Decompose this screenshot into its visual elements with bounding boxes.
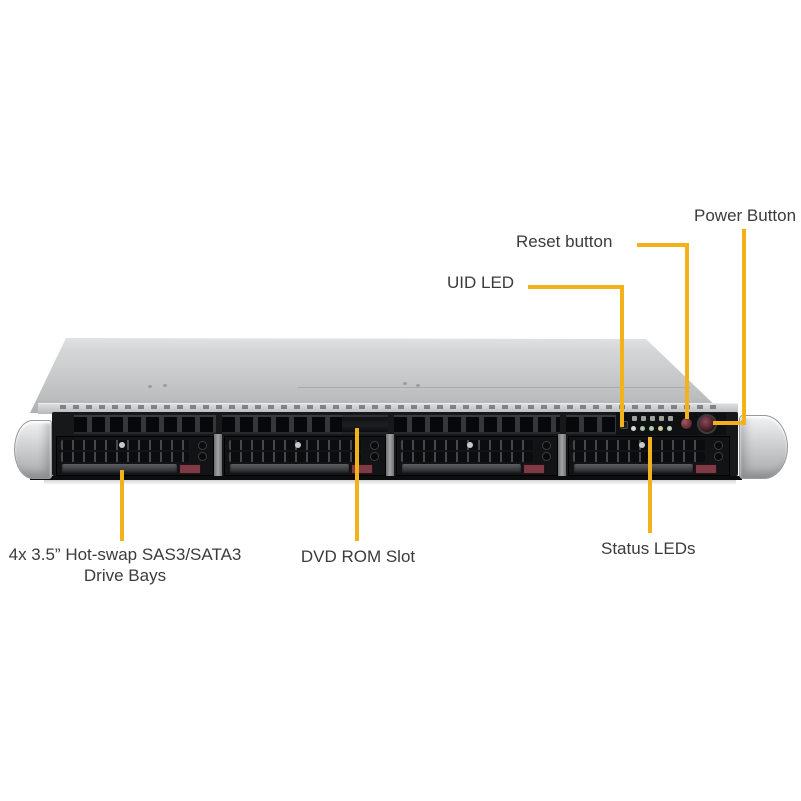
reset-button-callout-line [637, 243, 689, 247]
tray-vent-dot [467, 442, 473, 448]
lid-screw [148, 385, 152, 388]
tray-release-latch [351, 464, 373, 474]
tray-vent-dot [119, 442, 125, 448]
status-led-3 [649, 426, 654, 431]
tray-vent-dot [639, 442, 645, 448]
tray-mesh [573, 452, 705, 462]
nic2-led-icon [650, 416, 655, 421]
lid-screw [416, 384, 420, 387]
rack-ear-right [739, 415, 788, 479]
chassis-lid [30, 338, 723, 413]
status-led-5 [667, 426, 672, 431]
bay-divider [386, 434, 394, 476]
lid-screw [163, 384, 167, 387]
drive-tray-1 [56, 436, 214, 476]
nic1-led-icon [659, 416, 664, 421]
tray-vent-dot [295, 442, 301, 448]
control-panel [616, 413, 726, 435]
status-led-1 [631, 426, 636, 431]
lid-seam [298, 387, 690, 388]
lid-screw [403, 382, 407, 385]
overheat-led-icon [641, 416, 646, 421]
power-button-callout-line [713, 421, 746, 425]
tray-handle [574, 464, 693, 474]
uid-led-callout-line [528, 285, 624, 289]
drive-tray-3 [396, 436, 558, 476]
power-button-label: Power Button [694, 206, 797, 225]
status-led-2 [640, 426, 645, 431]
tray-mesh [401, 452, 533, 462]
bay-divider [558, 434, 566, 476]
tray-mesh [61, 440, 189, 450]
vent-grille-1 [74, 415, 216, 434]
drive-led-hole [370, 452, 379, 461]
tray-handle [230, 464, 349, 474]
vent-grille-3 [394, 415, 560, 434]
info-led-icon [632, 416, 637, 421]
drive-led-hole [542, 452, 551, 461]
uid-led-callout-line [620, 285, 624, 427]
reset-button-callout-line [685, 243, 689, 419]
dvd-rom-slot-label: DVD ROM Slot [300, 547, 416, 566]
vent-grille-2 [222, 415, 342, 434]
status-leds-callout-line [648, 437, 652, 533]
dvd-rom-slot [342, 415, 388, 434]
tray-release-latch [523, 464, 545, 474]
rack-ear-left [14, 420, 52, 479]
drive-led-hole [370, 441, 379, 450]
status-led-4 [658, 426, 663, 431]
status-leds-label: Status LEDs [601, 539, 696, 558]
tray-mesh [61, 452, 189, 462]
tray-release-latch [695, 464, 717, 474]
drive-bays-label-line1: 4x 3.5” Hot-swap SAS3/SATA3 [8, 545, 242, 564]
vent-grille-4 [566, 415, 616, 434]
drive-bays-label-line2: Drive Bays [83, 566, 167, 585]
drive-led-hole [542, 441, 551, 450]
tray-mesh [229, 452, 361, 462]
tray-release-latch [179, 464, 201, 474]
drive-bays-label: 4x 3.5” Hot-swap SAS3/SATA3 Drive Bays [0, 544, 250, 586]
drive-bays-callout-line [120, 470, 124, 541]
drive-led-hole [714, 452, 723, 461]
tray-handle [62, 464, 177, 474]
front-lip-notches [60, 405, 720, 409]
drive-led-hole [714, 441, 723, 450]
power-button-callout-line [742, 229, 746, 425]
drive-led-hole [198, 452, 207, 461]
drive-tray-2 [224, 436, 386, 476]
chassis-shadow [44, 480, 736, 485]
chassis-bottom-edge [30, 476, 742, 480]
dvd-rom-callout-line [355, 428, 359, 541]
hdd-led-icon [668, 416, 673, 421]
drive-led-hole [198, 441, 207, 450]
reset-button-label: Reset button [516, 232, 613, 251]
bay-divider [214, 434, 222, 476]
tray-handle [402, 464, 521, 474]
uid-led-label: UID LED [447, 273, 515, 292]
